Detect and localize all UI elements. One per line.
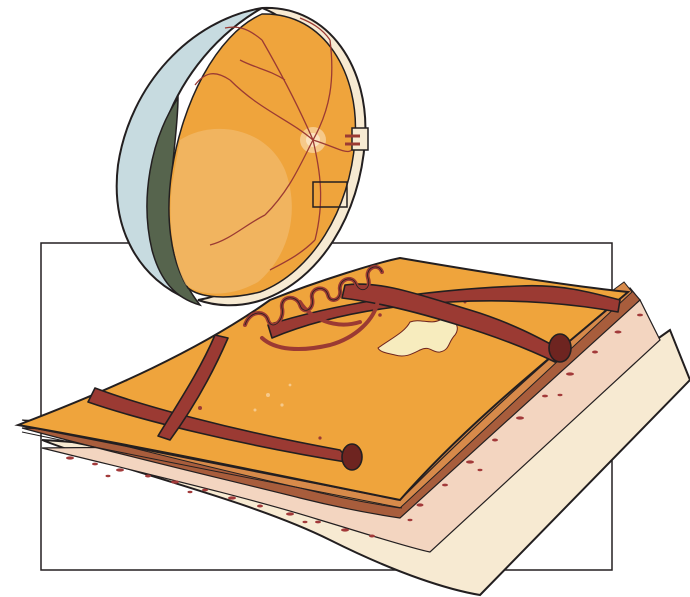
retina-tissue-icon: [18, 258, 690, 595]
eyeball-icon: [117, 8, 368, 305]
optic-nerve: [352, 128, 368, 150]
